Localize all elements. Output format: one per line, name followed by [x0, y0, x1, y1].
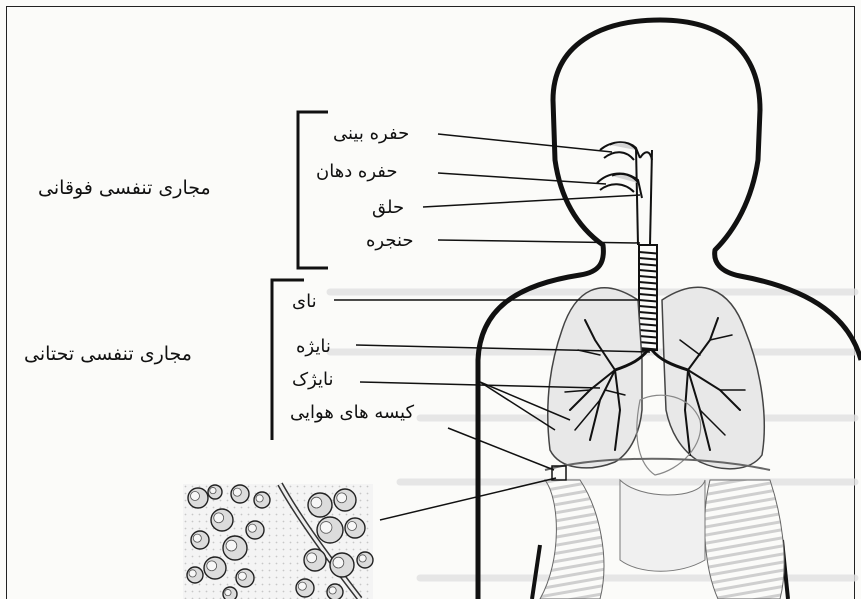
pharynx-label: حلق: [372, 199, 404, 217]
alveolus-inner: [329, 587, 336, 594]
alveolus-inner: [191, 492, 200, 501]
arm-line-left: [532, 545, 540, 599]
alveolus-inner: [225, 589, 231, 595]
trachea-label: نای: [292, 293, 317, 311]
alveolus-inner: [214, 513, 224, 523]
alveolus-inner: [337, 493, 347, 503]
alveolus-inner: [320, 522, 332, 534]
alveolus-inner: [226, 540, 237, 551]
mouth-cavity-label: حفره دهان: [316, 163, 398, 181]
alveolus-inner: [238, 572, 246, 580]
alveolus-inner: [233, 488, 241, 496]
lung-right: [662, 287, 764, 468]
alveolus-inner: [333, 557, 344, 568]
nasal-cavity-label: حفره بینی: [333, 125, 409, 143]
air-sacs-label: کیسه های هوایی: [290, 404, 414, 422]
lung-left: [548, 288, 642, 468]
alveolus-inner: [189, 570, 196, 577]
lower-tract-label: مجاری تنفسی تحتانی: [24, 345, 192, 364]
alveoli-inset: [183, 484, 373, 599]
alveolus-inner: [348, 522, 357, 531]
alveolus-inner: [307, 553, 317, 563]
alveolus-inner: [207, 561, 217, 571]
alveolus-inner: [210, 487, 216, 493]
larynx-label: حنجره: [366, 232, 414, 250]
alveolus-inner: [193, 534, 201, 542]
alveolus-inner: [311, 497, 322, 508]
bronchus-label: نایژه: [296, 338, 331, 356]
alveolus-inner: [248, 524, 256, 532]
bronchiole-label: نایژک: [292, 371, 334, 389]
alveolus-inner: [298, 582, 306, 590]
upper-tract-label: مجاری تنفسی فوقانی: [38, 179, 211, 198]
trachea-illustration: [639, 245, 657, 350]
alveolus-inner: [359, 555, 366, 562]
airway-head: [597, 142, 652, 245]
alveolus-inner: [256, 495, 263, 502]
upper-tract-bracket: [298, 112, 328, 268]
